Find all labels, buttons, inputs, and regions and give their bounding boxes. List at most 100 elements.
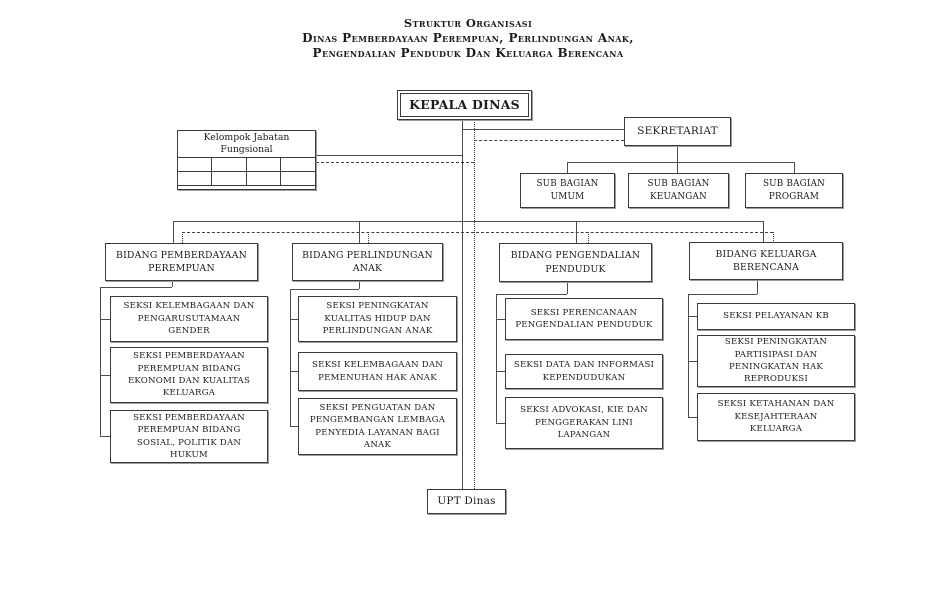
chart-title: Struktur Organisasi Dinas Pemberdayaan P…: [0, 16, 936, 61]
seksi-label: SEKSI PEMBERDAYAAN PEREMPUAN BIDANG SOSI…: [133, 412, 245, 460]
seksi-label: SEKSI PELAYANAN KB: [723, 311, 829, 322]
seksi-box: SEKSI KELEMBAGAAN DAN PEMENUHAN HAK ANAK: [298, 352, 457, 391]
line-subbagian-rail: [567, 162, 794, 163]
kelompok-grid-cell: [246, 172, 281, 186]
dashed-stub-bidang-4: [773, 232, 774, 243]
bidang-pengendalian-penduduk-box: BIDANG PENGENDALIAN PENDUDUK: [499, 243, 652, 282]
seksi-label: SEKSI PERENCANAAN PENGENDALIAN PENDUDUK: [515, 307, 653, 330]
seksi-box: SEKSI PEMBERDAYAAN PEREMPUAN BIDANG SOSI…: [110, 410, 268, 463]
title-line-1: Struktur Organisasi: [403, 16, 533, 30]
bidang-label: BIDANG PEMBERDAYAAN PEREMPUAN: [116, 249, 247, 274]
seksi-label: SEKSI PENINGKATAN PARTISIPASI DAN PENING…: [724, 337, 828, 385]
title-line-2: Dinas Pemberdayaan Perempuan, Perlindung…: [302, 31, 634, 45]
line-sekretariat-drop: [677, 146, 678, 173]
line-stub-umum: [567, 162, 568, 173]
bidang-label: BIDANG KELUARGA BERENCANA: [715, 248, 817, 273]
line-col2-elbow: [290, 289, 359, 290]
line-col1-drop: [172, 281, 173, 287]
line-col3-stub-2: [496, 371, 505, 372]
sekretariat-box: SEKRETARIAT: [624, 117, 731, 146]
line-col2-stub-2: [290, 371, 298, 372]
line-col3-drop: [567, 282, 568, 294]
sub-bagian-program-box: SUB BAGIAN PROGRAM: [745, 173, 843, 208]
seksi-label: SEKSI PENINGKATAN KUALITAS HIDUP DAN PER…: [322, 301, 433, 337]
line-col4-stub-1: [688, 316, 697, 317]
seksi-box: SEKSI PENINGKATAN PARTISIPASI DAN PENING…: [697, 335, 855, 387]
line-col4-stub-3: [688, 417, 697, 418]
kelompok-grid-cell: [178, 172, 213, 186]
kepala-dinas-label: KEPALA DINAS: [409, 96, 520, 112]
kelompok-jabatan-grid: [178, 157, 315, 186]
dashed-stub-bidang-3: [588, 232, 589, 243]
seksi-box: SEKSI PENINGKATAN KUALITAS HIDUP DAN PER…: [298, 296, 457, 342]
kepala-dinas-box: KEPALA DINAS: [397, 90, 532, 120]
line-col2-stub-1: [290, 319, 298, 320]
line-col4-spine: [688, 294, 689, 417]
line-kelompok-center: [316, 155, 462, 156]
upt-dinas-box: UPT Dinas: [427, 489, 506, 514]
line-stub-program: [794, 162, 795, 173]
line-col3-stub-1: [496, 319, 505, 320]
upt-dinas-label: UPT Dinas: [437, 494, 496, 507]
line-stub-bidang-2: [359, 221, 360, 243]
kelompok-jabatan-box: Kelompok Jabatan Fungsional: [177, 130, 316, 190]
seksi-box: SEKSI ADVOKASI, KIE DAN PENGGERAKAN LINI…: [505, 397, 663, 449]
seksi-label: SEKSI PENGUATAN DAN PENGEMBANGAN LEMBAGA…: [309, 402, 446, 450]
kelompok-grid-cell: [246, 158, 281, 172]
line-stub-bidang-4: [763, 221, 764, 243]
line-stub-bidang-3: [576, 221, 577, 243]
dashed-stub-bidang-2: [368, 232, 369, 243]
line-col3-spine: [496, 294, 497, 423]
line-col4-elbow: [688, 294, 757, 295]
dashed-stub-bidang-1: [182, 232, 183, 243]
sub-bagian-program-label: SUB BAGIAN PROGRAM: [762, 178, 826, 202]
dashed-line-center: [474, 120, 475, 489]
line-col3-elbow: [496, 294, 567, 295]
sub-bagian-keuangan-box: SUB BAGIAN KEUANGAN: [628, 173, 729, 208]
seksi-box: SEKSI PEMBERDAYAAN PEREMPUAN BIDANG EKON…: [110, 347, 268, 403]
sub-bagian-keuangan-label: SUB BAGIAN KEUANGAN: [647, 178, 710, 202]
line-col1-stub-1: [100, 319, 110, 320]
seksi-label: SEKSI DATA DAN INFORMASI KEPENDUDUKAN: [513, 360, 655, 383]
sub-bagian-umum-box: SUB BAGIAN UMUM: [520, 173, 615, 208]
line-col1-stub-3: [100, 436, 110, 437]
line-col2-stub-3: [290, 426, 298, 427]
kelompok-grid-strip: [178, 186, 315, 189]
sekretariat-label: SEKRETARIAT: [637, 124, 718, 137]
line-col4-stub-2: [688, 361, 697, 362]
kelompok-grid-cell: [178, 158, 213, 172]
bidang-pemberdayaan-perempuan-box: BIDANG PEMBERDAYAAN PEREMPUAN: [105, 243, 258, 281]
seksi-box: SEKSI KETAHANAN DAN KESEJAHTERAAN KELUAR…: [697, 393, 855, 441]
dashed-bidang-rail: [182, 232, 773, 233]
line-kepala-to-upt: [462, 120, 463, 489]
title-line-3: Pengendalian Penduduk Dan Keluarga Beren…: [312, 46, 624, 60]
seksi-label: SEKSI KELEMBAGAAN DAN PEMENUHAN HAK ANAK: [312, 360, 443, 383]
line-bidang-rail: [173, 221, 763, 222]
seksi-box: SEKSI KELEMBAGAAN DAN PENGARUSUTAMAAN GE…: [110, 296, 268, 342]
sub-bagian-umum-label: SUB BAGIAN UMUM: [536, 178, 599, 202]
kelompok-grid-cell: [280, 172, 315, 186]
line-col3-stub-3: [496, 423, 505, 424]
seksi-box: SEKSI PELAYANAN KB: [697, 303, 855, 330]
seksi-label: SEKSI ADVOKASI, KIE DAN PENGGERAKAN LINI…: [520, 405, 648, 441]
seksi-box: SEKSI DATA DAN INFORMASI KEPENDUDUKAN: [505, 354, 663, 389]
bidang-keluarga-berencana-box: BIDANG KELUARGA BERENCANA: [689, 242, 843, 280]
line-col1-spine: [100, 287, 101, 437]
bidang-label: BIDANG PERLINDUNGAN ANAK: [302, 249, 433, 274]
dashed-line-kelompok: [316, 162, 474, 163]
bidang-label: BIDANG PENGENDALIAN PENDUDUK: [510, 250, 641, 275]
line-col2-drop: [359, 281, 360, 289]
bidang-perlindungan-anak-box: BIDANG PERLINDUNGAN ANAK: [292, 243, 443, 281]
line-col1-stub-2: [100, 375, 110, 376]
kelompok-grid-cell: [212, 158, 247, 172]
line-col2-spine: [290, 289, 291, 427]
seksi-box: SEKSI PERENCANAAN PENGENDALIAN PENDUDUK: [505, 298, 663, 340]
line-kepala-sekretariat: [462, 129, 624, 130]
kelompok-jabatan-label: Kelompok Jabatan Fungsional: [203, 131, 290, 155]
dashed-line-sekretariat: [474, 140, 624, 141]
seksi-label: SEKSI KELEMBAGAAN DAN PENGARUSUTAMAAN GE…: [123, 301, 255, 337]
line-stub-bidang-1: [173, 221, 174, 243]
seksi-box: SEKSI PENGUATAN DAN PENGEMBANGAN LEMBAGA…: [298, 398, 457, 455]
seksi-label: SEKSI PEMBERDAYAAN PEREMPUAN BIDANG EKON…: [127, 351, 251, 399]
